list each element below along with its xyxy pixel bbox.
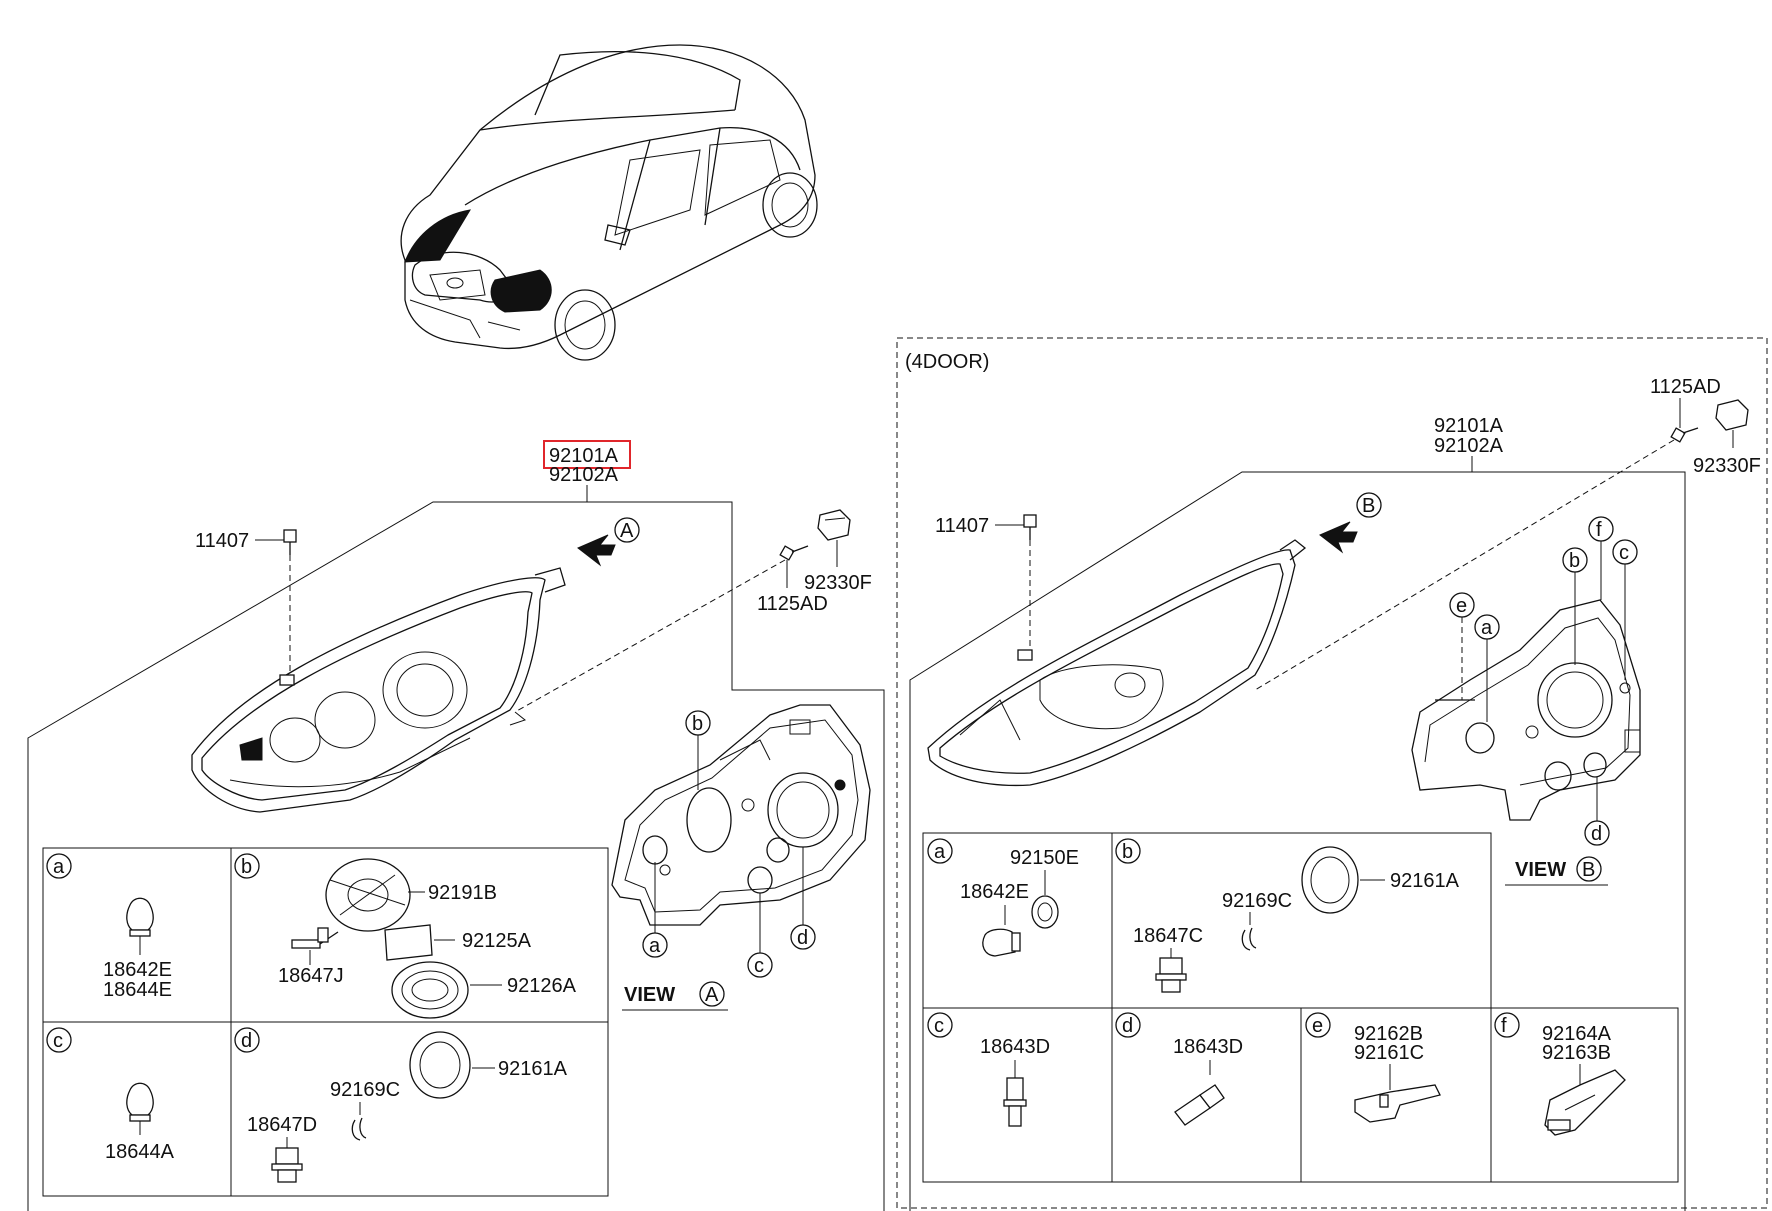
screw-icon (1023, 514, 1037, 540)
view-a-arrow-icon (577, 534, 616, 567)
headlamp-assembly-right (927, 539, 1307, 787)
box-b-letter: b (1122, 841, 1133, 863)
right-section-4door: (4DOOR) 92101A 92102A 1125AD 92330F 1140… (896, 337, 1768, 1211)
screw-part-label: 11407 (935, 515, 989, 537)
box-e-part-2: 92161C (1354, 1042, 1424, 1064)
headlamp-assembly-left (191, 567, 566, 813)
clip-icon (1715, 399, 1749, 431)
parts-table-right (922, 832, 1679, 1183)
wedge-bulb-icon (1003, 1077, 1027, 1127)
box-b-part-3: 18647C (1133, 925, 1203, 947)
box-a-part-2: 18644E (103, 979, 172, 1001)
box-d-part-3: 18647D (247, 1114, 317, 1136)
bolt-icon (779, 545, 809, 561)
box-f-letter: f (1501, 1015, 1507, 1037)
box-a-letter: a (53, 856, 65, 878)
box-e-letter: e (1312, 1015, 1323, 1037)
h-bulb-icon (291, 927, 339, 949)
view-label: VIEW (1515, 859, 1566, 881)
box-a-part-1: 92150E (1010, 847, 1079, 869)
left-section: 92101A 92102A 11407 A 1125AD 92330F (27, 440, 885, 1211)
box-d-letter: d (1122, 1015, 1133, 1037)
parts-table-left (42, 847, 609, 1197)
box-a-part-2: 18642E (960, 881, 1029, 903)
view-letter: B (1582, 859, 1595, 881)
clip-part-label: 92330F (1693, 455, 1761, 477)
bulb-icon (982, 928, 1021, 957)
box-a-letter: a (934, 841, 946, 863)
box-d-part-2: 92169C (330, 1079, 400, 1101)
view-a-rear-illustration (611, 704, 871, 926)
callout-d-label: d (797, 927, 808, 949)
assembly-part-label-2: 92102A (549, 464, 619, 486)
cap-icon (391, 961, 469, 1019)
assembly-part-label: 92101A (1434, 415, 1504, 437)
box-c-letter: c (53, 1030, 63, 1052)
callout-c-label: c (754, 955, 764, 977)
box-a-part-1: 18642E (103, 959, 172, 981)
bolt-icon (1670, 427, 1699, 443)
bolt-part-label: 1125AD (1650, 376, 1721, 398)
bolt-part-label: 1125AD (757, 593, 828, 615)
assembly-part-label: 92101A (549, 445, 619, 467)
h-bulb-icon (1155, 957, 1187, 993)
bulb-icon (126, 897, 154, 937)
callout-f-label: f (1596, 519, 1602, 541)
bulb-icon (126, 1082, 154, 1122)
view-b-rear-illustration (1411, 599, 1641, 821)
retaining-ring-icon (409, 1031, 471, 1099)
box-d-letter: d (241, 1030, 252, 1052)
view-arrow-letter: B (1362, 495, 1375, 517)
dust-cover-icon (325, 858, 411, 932)
assembly-part-label-2: 92102A (1434, 435, 1504, 457)
box-b-part-1: 92191B (428, 882, 497, 904)
box-e-part-1: 92162B (1354, 1023, 1423, 1045)
callout-d-label: d (1591, 823, 1602, 845)
box-b-letter: b (241, 856, 252, 878)
callout-a-label: a (649, 935, 661, 957)
box-c-part-1: 18643D (980, 1036, 1050, 1058)
variant-label: (4DOOR) (905, 351, 989, 373)
box-b-part-4: 92126A (507, 975, 577, 997)
callout-e-label: e (1456, 595, 1467, 617)
callout-a-label: a (1481, 617, 1493, 639)
callout-c-label: c (1619, 542, 1629, 564)
part-highlight-box (543, 440, 631, 469)
view-arrow-letter: A (620, 520, 634, 542)
clip-part-label: 92330F (804, 572, 872, 594)
socket-icon (1031, 895, 1059, 929)
spring-clip-icon (1241, 927, 1257, 951)
spring-clip-icon (351, 1117, 367, 1141)
box-b-part-1: 92161A (1390, 870, 1460, 892)
box-d-part-1: 92161A (498, 1058, 568, 1080)
bracket-icon (1354, 1084, 1441, 1123)
h-bulb-icon (271, 1147, 303, 1183)
car-illustration (400, 44, 818, 361)
view-b-arrow-icon (1319, 521, 1358, 554)
wedge-bulb-icon (1174, 1084, 1225, 1126)
view-label: VIEW (624, 984, 675, 1006)
clip-icon (817, 509, 851, 541)
box-b-part-2: 92169C (1222, 890, 1292, 912)
box-d-part-1: 18643D (1173, 1036, 1243, 1058)
callout-b-label: b (1569, 550, 1580, 572)
box-b-part-3: 18647J (278, 965, 344, 987)
callout-b-label: b (692, 713, 703, 735)
retaining-ring-icon (1301, 846, 1359, 914)
view-letter: A (705, 984, 719, 1006)
box-f-part-2: 92163B (1542, 1042, 1611, 1064)
bracket-icon (1544, 1069, 1626, 1136)
box-c-letter: c (934, 1015, 944, 1037)
box-b-part-2: 92125A (462, 930, 532, 952)
screw-icon (283, 529, 297, 555)
screw-part-label: 11407 (195, 530, 249, 552)
gasket-icon (384, 924, 433, 961)
box-f-part-1: 92164A (1542, 1023, 1612, 1045)
box-c-part-1: 18644A (105, 1141, 175, 1163)
